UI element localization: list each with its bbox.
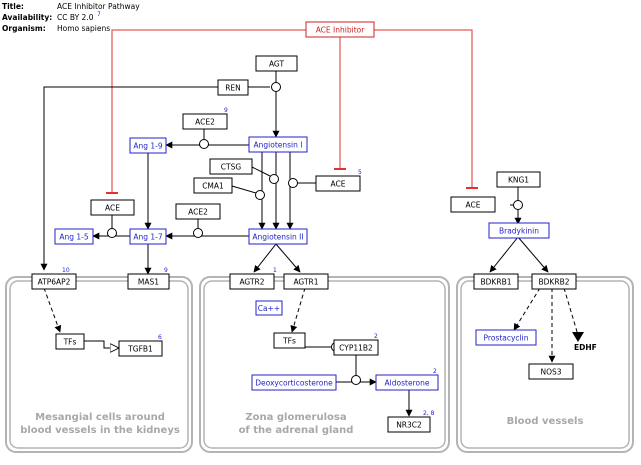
svg-text:10: 10 (62, 267, 70, 274)
svg-text:2: 2 (374, 333, 378, 340)
edhf-arrowhead (572, 332, 584, 342)
svg-text:CYP11B2: CYP11B2 (339, 344, 373, 353)
node-kng1[interactable]: KNG1 (496, 171, 541, 188)
svg-text:Bradykinin: Bradykinin (499, 227, 539, 236)
header-organism-row: Organism: Homo sapiens (2, 24, 110, 33)
svg-text:BDKRB2: BDKRB2 (539, 278, 570, 287)
node-tgfb1[interactable]: TGFB1 6 (118, 334, 163, 357)
svg-text:CMA1: CMA1 (202, 182, 224, 191)
title-label: Title: (2, 2, 24, 11)
dashed-arrows (43, 287, 579, 336)
node-mas1[interactable]: MAS1 9 (127, 267, 170, 290)
node-prostacyclin[interactable]: Prostacyclin (475, 329, 537, 346)
node-angiotensin-i[interactable]: Angiotensin I (248, 136, 308, 153)
inhibition-lines (106, 29, 478, 194)
svg-text:ACE: ACE (331, 180, 346, 189)
node-ang-1-7[interactable]: Ang 1-7 (129, 228, 167, 245)
svg-text:CTSG: CTSG (221, 163, 242, 172)
svg-text:2, 8: 2, 8 (423, 410, 435, 417)
node-agt[interactable]: AGT (255, 55, 298, 72)
node-ren[interactable]: REN (217, 79, 249, 96)
svg-text:REN: REN (225, 84, 241, 93)
svg-text:Ca++: Ca++ (258, 304, 280, 313)
svg-text:Ang 1-7: Ang 1-7 (133, 233, 163, 242)
node-ace2-top[interactable]: ACE2 9 (182, 107, 228, 130)
svg-text:AGTR1: AGTR1 (293, 278, 318, 287)
svg-text:Ang 1-5: Ang 1-5 (59, 233, 89, 242)
svg-text:5: 5 (358, 169, 362, 176)
node-tfs-mid[interactable]: TFs (273, 332, 306, 349)
node-ace-right[interactable]: ACE (450, 196, 496, 213)
title-value: ACE Inhibitor Pathway (57, 2, 140, 11)
svg-text:AGT: AGT (269, 60, 285, 69)
svg-text:TGFB1: TGFB1 (127, 345, 153, 354)
node-edhf[interactable]: EDHF (574, 343, 597, 352)
svg-text:Deoxycorticosterone: Deoxycorticosterone (255, 379, 333, 388)
availability-value: CC BY 2.0 (57, 13, 94, 22)
header-title-row: Title: ACE Inhibitor Pathway (2, 2, 140, 11)
svg-text:NR3C2: NR3C2 (396, 421, 422, 430)
node-ang-1-5[interactable]: Ang 1-5 (54, 228, 94, 245)
organism-label: Organism: (2, 24, 46, 33)
node-bradykinin[interactable]: Bradykinin (488, 222, 550, 239)
node-nos3[interactable]: NOS3 (528, 363, 574, 380)
svg-text:EDHF: EDHF (574, 343, 597, 352)
node-cyp11b2[interactable]: CYP11B2 2 (333, 333, 379, 356)
svg-text:2: 2 (433, 368, 437, 375)
availability-label: Availability: (2, 13, 53, 22)
node-atp6ap2[interactable]: ATP6AP2 10 (31, 267, 77, 290)
svg-text:ATP6AP2: ATP6AP2 (38, 278, 71, 287)
svg-text:Ang 1-9: Ang 1-9 (133, 142, 163, 151)
svg-text:TFs: TFs (282, 337, 296, 346)
svg-text:TFs: TFs (63, 338, 77, 347)
svg-text:ACE: ACE (105, 204, 120, 213)
organism-value: Homo sapiens (57, 24, 111, 33)
svg-text:Angiotensin II: Angiotensin II (252, 233, 303, 242)
node-nr3c2[interactable]: NR3C2 2, 8 (387, 410, 435, 433)
node-aldosterone[interactable]: Aldosterone 2 (375, 368, 439, 391)
svg-text:KNG1: KNG1 (508, 176, 529, 185)
svg-text:9: 9 (164, 267, 168, 274)
node-ctsg[interactable]: CTSG (209, 158, 253, 175)
compartment-label-right: Blood vessels (507, 416, 584, 427)
compartment-label-mid-2: of the adrenal gland (239, 425, 354, 436)
node-ace-inhibitor[interactable]: ACE Inhibitor (305, 21, 375, 38)
node-cma1[interactable]: CMA1 (193, 177, 233, 194)
svg-text:AGTR2: AGTR2 (239, 278, 264, 287)
node-angiotensin-ii[interactable]: Angiotensin II (248, 228, 308, 245)
compartment-mesangial (5, 276, 193, 453)
compartment-label-left-2: blood vessels in the kidneys (20, 425, 180, 436)
svg-text:ACE2: ACE2 (195, 118, 215, 127)
node-ang-1-9[interactable]: Ang 1-9 (129, 137, 167, 154)
svg-text:ACE: ACE (466, 201, 481, 210)
compartment-label-left-1: Mesangial cells around (35, 412, 165, 423)
svg-text:Aldosterone: Aldosterone (385, 379, 430, 388)
node-ace-mid[interactable]: ACE 5 (315, 169, 362, 192)
svg-text:NOS3: NOS3 (540, 368, 561, 377)
node-deoxycorticosterone[interactable]: Deoxycorticosterone (251, 374, 337, 391)
node-ace2-bottom[interactable]: ACE2 (175, 203, 221, 220)
node-agtr2[interactable]: AGTR2 1 (229, 267, 277, 290)
svg-text:ACE Inhibitor: ACE Inhibitor (316, 26, 366, 35)
header-availability-row: Availability: CC BY 2.0 (2, 13, 94, 22)
availability-ref: 7 (97, 11, 101, 18)
node-agtr1[interactable]: AGTR1 (283, 273, 329, 290)
svg-text:Angiotensin I: Angiotensin I (254, 141, 303, 150)
compartment-label-mid-1: Zona glomerulosa (245, 412, 346, 423)
svg-text:Prostacyclin: Prostacyclin (484, 334, 529, 343)
node-tfs-left[interactable]: TFs (55, 333, 85, 350)
svg-text:6: 6 (158, 334, 162, 341)
node-calcium[interactable]: Ca++ (255, 300, 283, 316)
node-ace-left[interactable]: ACE (90, 199, 135, 216)
svg-text:9: 9 (224, 107, 228, 114)
node-bdkrb2[interactable]: BDKRB2 (531, 273, 577, 290)
svg-text:ACE2: ACE2 (188, 208, 208, 217)
node-bdkrb1[interactable]: BDKRB1 (473, 273, 519, 290)
svg-text:MAS1: MAS1 (138, 278, 159, 287)
svg-text:BDKRB1: BDKRB1 (481, 278, 512, 287)
svg-text:1: 1 (273, 267, 277, 274)
